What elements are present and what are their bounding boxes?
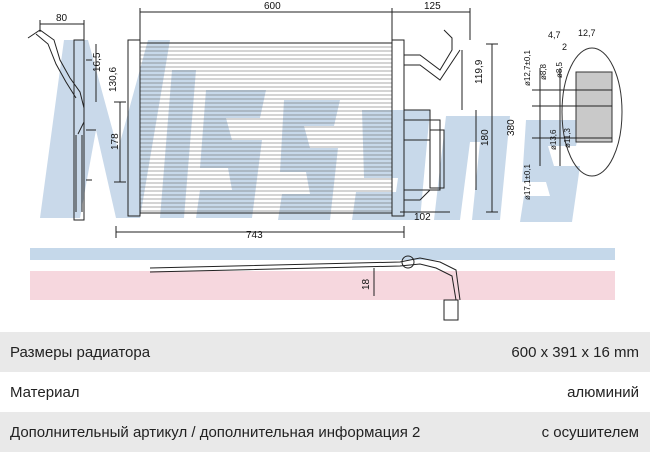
dim-label-16-5: 16,5 bbox=[92, 52, 103, 72]
lower-pipe bbox=[149, 255, 461, 321]
dim-label-12-7: 12,7 bbox=[578, 28, 596, 38]
spec-label: Размеры радиатора bbox=[10, 343, 151, 361]
dim-label-d13-6: ø13,6 bbox=[549, 129, 558, 150]
dim-label-119-9: 119,9 bbox=[474, 59, 485, 84]
dim-label-d8-5: ø8,5 bbox=[555, 61, 564, 78]
left-tank bbox=[127, 39, 141, 217]
dim-label-130-6: 130,6 bbox=[108, 67, 119, 92]
dim-label-d12-7: ø12,7±0,1 bbox=[523, 49, 532, 86]
spec-row-material: Материал алюминий bbox=[0, 372, 650, 412]
dim-label-d17-1: ø17,1±0,1 bbox=[523, 163, 532, 200]
dim-line-743 bbox=[115, 226, 405, 238]
dim-label-600: 600 bbox=[264, 1, 281, 12]
right-tank bbox=[391, 39, 405, 217]
right-piping bbox=[404, 29, 461, 201]
dim-label-4-7: 4,7 bbox=[548, 30, 561, 40]
spec-value: 600 x 391 x 16 mm bbox=[511, 343, 639, 361]
radiator-technical-drawing: 600 125 80 16,5 130,6 178 119,9 180 380 … bbox=[27, 1, 623, 321]
watermark-stripe-blue bbox=[30, 248, 615, 260]
dim-label-125: 125 bbox=[424, 1, 441, 12]
spec-label: Материал bbox=[10, 383, 80, 401]
dim-label-380: 380 bbox=[506, 119, 517, 136]
dim-line-80 bbox=[39, 20, 85, 40]
dim-line-178 bbox=[114, 101, 126, 183]
spec-row-additional-info: Дополнительный артикул / дополнительная … bbox=[0, 412, 650, 452]
dim-line-125 bbox=[392, 8, 471, 40]
dim-label-18: 18 bbox=[361, 278, 372, 290]
spec-value: с осушителем bbox=[541, 423, 639, 441]
dim-label-102: 102 bbox=[414, 212, 431, 223]
dim-label-178: 178 bbox=[110, 133, 121, 150]
spec-label: Дополнительный артикул / дополнительная … bbox=[10, 423, 421, 441]
dim-label-d11-3: ø11,3 bbox=[563, 128, 572, 148]
dim-label-80: 80 bbox=[56, 13, 68, 24]
spec-table: Размеры радиатора 600 x 391 x 16 mm Мате… bbox=[0, 332, 650, 452]
fitting-detail-view bbox=[532, 47, 623, 177]
dim-label-743: 743 bbox=[246, 230, 263, 241]
dim-label-180: 180 bbox=[480, 129, 491, 146]
dim-label-2: 2 bbox=[562, 42, 567, 52]
spec-value: алюминий bbox=[567, 383, 639, 401]
watermark-stripe-pink bbox=[30, 271, 615, 300]
dim-line-380 bbox=[486, 43, 498, 213]
dim-line-600 bbox=[139, 8, 393, 42]
radiator-fins bbox=[140, 46, 392, 212]
dim-label-d8-8: ø8,8 bbox=[539, 63, 548, 80]
spec-row-dimensions: Размеры радиатора 600 x 391 x 16 mm bbox=[0, 332, 650, 372]
left-side-view bbox=[27, 29, 96, 221]
